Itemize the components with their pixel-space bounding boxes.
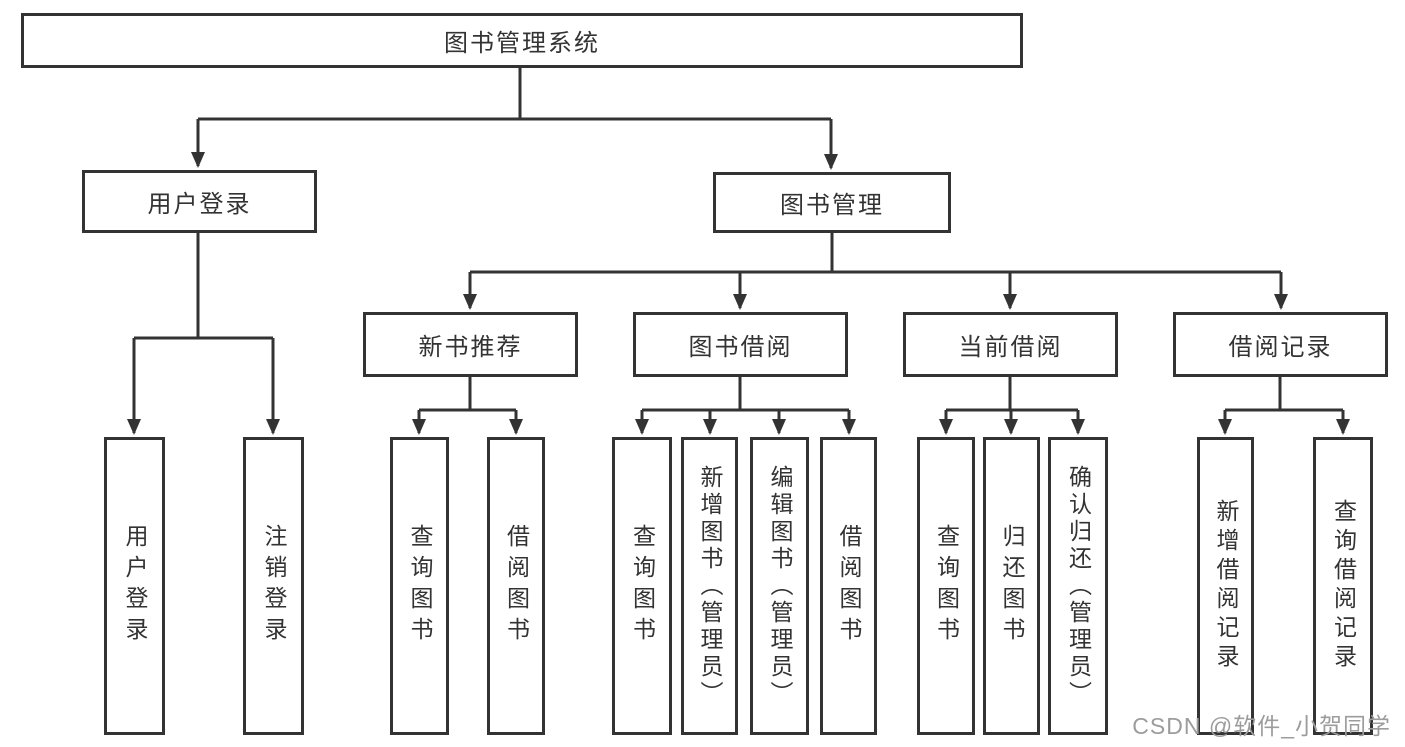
node-label: 查询借阅记录 bbox=[1330, 499, 1357, 673]
leaf-add-borrow-record: 新增借阅记录 bbox=[1197, 437, 1254, 735]
leaf-borrow-book-a: 借阅图书 bbox=[487, 437, 545, 735]
node-label: 新增图书（管理员） bbox=[697, 464, 723, 708]
node-label: 查询图书 bbox=[629, 524, 656, 648]
node-label: 编辑图书（管理员） bbox=[767, 464, 793, 708]
node-label: 归还图书 bbox=[999, 524, 1025, 648]
node-label: 查询图书 bbox=[933, 524, 960, 648]
leaf-return-book: 归还图书 bbox=[983, 437, 1040, 735]
node-new-book-recommend: 新书推荐 bbox=[363, 312, 578, 377]
node-label: 新书推荐 bbox=[418, 334, 523, 361]
node-book-borrow: 图书借阅 bbox=[633, 312, 848, 377]
node-user-login: 用户登录 bbox=[82, 170, 317, 233]
leaf-query-book-b: 查询图书 bbox=[612, 437, 672, 735]
node-current-borrow: 当前借阅 bbox=[903, 312, 1118, 377]
node-label: 图书管理 bbox=[780, 192, 884, 219]
node-borrow-records: 借阅记录 bbox=[1173, 312, 1388, 377]
node-label: 借阅图书 bbox=[836, 524, 862, 648]
node-label: 用户登录 bbox=[122, 524, 148, 648]
leaf-query-book-a: 查询图书 bbox=[390, 437, 449, 735]
node-root: 图书管理系统 bbox=[21, 13, 1023, 68]
leaf-logout: 注销登录 bbox=[243, 437, 304, 735]
node-label: 用户登录 bbox=[147, 191, 252, 218]
node-label: 注销登录 bbox=[261, 524, 287, 648]
node-label: 图书借阅 bbox=[688, 334, 793, 361]
leaf-query-book-c: 查询图书 bbox=[917, 437, 975, 735]
node-label: 查询图书 bbox=[407, 524, 433, 648]
leaf-edit-book-admin: 编辑图书（管理员） bbox=[750, 437, 809, 735]
node-label: 新增借阅记录 bbox=[1213, 499, 1239, 673]
node-label: 确认归还（管理员） bbox=[1065, 464, 1092, 708]
node-label: 当前借阅 bbox=[958, 334, 1063, 361]
leaf-confirm-return-admin: 确认归还（管理员） bbox=[1048, 437, 1108, 735]
leaf-query-borrow-record: 查询借阅记录 bbox=[1313, 437, 1373, 735]
node-book-management: 图书管理 bbox=[713, 172, 951, 233]
node-label: 借阅记录 bbox=[1228, 334, 1333, 361]
leaf-add-book-admin: 新增图书（管理员） bbox=[681, 437, 738, 735]
node-label: 借阅图书 bbox=[503, 524, 530, 648]
node-label: 图书管理系统 bbox=[444, 30, 600, 57]
leaf-user-login: 用户登录 bbox=[104, 437, 165, 735]
watermark-text: CSDN @软件_小贺同学 bbox=[1132, 713, 1391, 739]
leaf-borrow-book-b: 借阅图书 bbox=[820, 437, 877, 735]
